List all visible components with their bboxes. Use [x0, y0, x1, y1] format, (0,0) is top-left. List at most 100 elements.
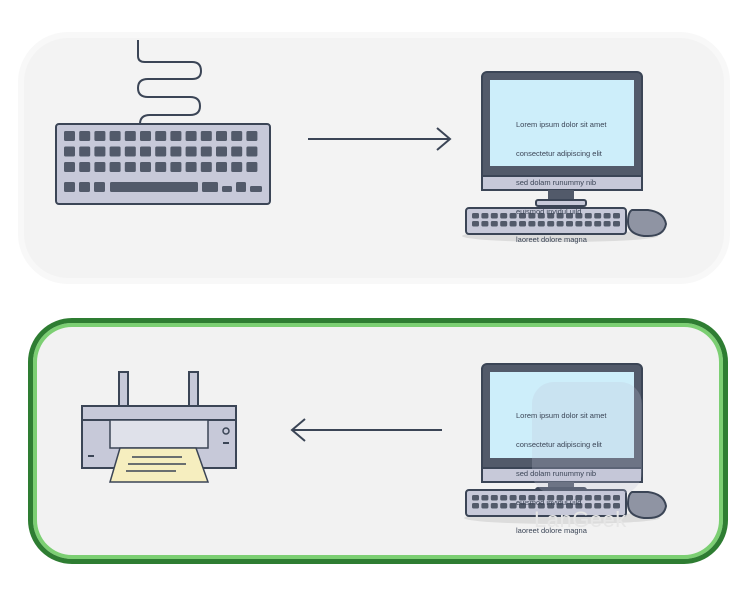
key — [528, 213, 536, 219]
key — [79, 162, 91, 172]
screen-line: consectetur adipiscing elit — [516, 148, 602, 158]
key — [490, 213, 498, 219]
key — [170, 146, 182, 157]
key — [509, 503, 517, 509]
key — [481, 495, 489, 501]
key — [613, 495, 620, 501]
key — [603, 495, 611, 501]
key — [94, 162, 106, 172]
key — [537, 495, 545, 501]
key — [519, 503, 526, 509]
key — [109, 131, 121, 141]
key — [594, 221, 602, 227]
key — [584, 221, 592, 227]
key — [547, 213, 555, 219]
key — [481, 213, 489, 219]
printer-icon — [81, 371, 237, 483]
key — [140, 131, 151, 141]
key — [537, 221, 545, 227]
key — [64, 131, 75, 141]
key — [250, 186, 262, 192]
key — [575, 495, 583, 501]
key — [519, 221, 526, 227]
key — [140, 146, 151, 157]
key — [94, 146, 106, 157]
key — [509, 495, 517, 501]
key — [566, 495, 573, 501]
key — [246, 162, 258, 172]
arrow-left-icon — [290, 418, 442, 442]
key — [509, 213, 517, 219]
key — [500, 221, 508, 227]
key — [566, 213, 573, 219]
key — [594, 503, 602, 509]
key — [216, 146, 227, 157]
key — [216, 162, 227, 172]
key — [528, 503, 536, 509]
key — [556, 213, 564, 219]
key — [547, 221, 555, 227]
key — [216, 131, 227, 141]
key — [109, 162, 121, 172]
screen-line: laoreet dolore magna — [516, 235, 587, 245]
key — [613, 221, 620, 227]
key — [547, 495, 555, 501]
key — [613, 213, 620, 219]
key — [519, 495, 526, 501]
key — [170, 162, 182, 172]
key — [94, 182, 105, 192]
key — [556, 495, 564, 501]
key — [200, 162, 212, 172]
key — [537, 213, 545, 219]
screen-line: euismod invidul uild — [516, 497, 582, 507]
key — [124, 131, 136, 141]
key — [200, 131, 212, 141]
key — [185, 162, 197, 172]
key — [472, 503, 479, 509]
key — [109, 146, 121, 157]
screen-line: euismod invidul uild — [516, 206, 582, 216]
key — [490, 495, 498, 501]
key — [231, 146, 243, 157]
key — [79, 131, 91, 141]
key — [200, 146, 212, 157]
key — [556, 221, 564, 227]
key — [236, 182, 246, 192]
arrow-right-icon — [308, 127, 452, 151]
key — [528, 221, 536, 227]
key — [185, 131, 197, 141]
key — [64, 182, 75, 192]
key — [528, 495, 536, 501]
key — [472, 495, 479, 501]
screen-line: Lorem ipsum dolor sit amet — [516, 120, 607, 130]
key — [64, 146, 75, 157]
screen-line: Lorem ipsum dolor sit amet — [516, 411, 607, 421]
key — [594, 213, 602, 219]
key — [594, 495, 602, 501]
key — [547, 503, 555, 509]
key — [481, 221, 489, 227]
screen-line: consectetur adipiscing elit — [516, 439, 602, 449]
key — [537, 503, 545, 509]
key — [603, 213, 611, 219]
key — [509, 221, 517, 227]
computer-icon — [462, 71, 668, 242]
computer-icon — [464, 363, 668, 524]
key — [490, 221, 498, 227]
key — [481, 503, 489, 509]
key — [584, 213, 592, 219]
key — [566, 221, 573, 227]
key — [584, 495, 592, 501]
key — [155, 146, 167, 157]
bottom-screen-text: Lorem ipsum dolor sit amet consectetur a… — [516, 392, 606, 546]
key — [155, 162, 167, 172]
key — [222, 186, 232, 192]
key — [110, 182, 198, 192]
top-screen-text: Lorem ipsum dolor sit amet consectetur a… — [516, 101, 606, 255]
key — [500, 495, 508, 501]
screen-line: laoreet dolore magna — [516, 526, 587, 536]
key — [64, 162, 75, 172]
key — [566, 503, 573, 509]
key — [490, 503, 498, 509]
key — [79, 182, 90, 192]
